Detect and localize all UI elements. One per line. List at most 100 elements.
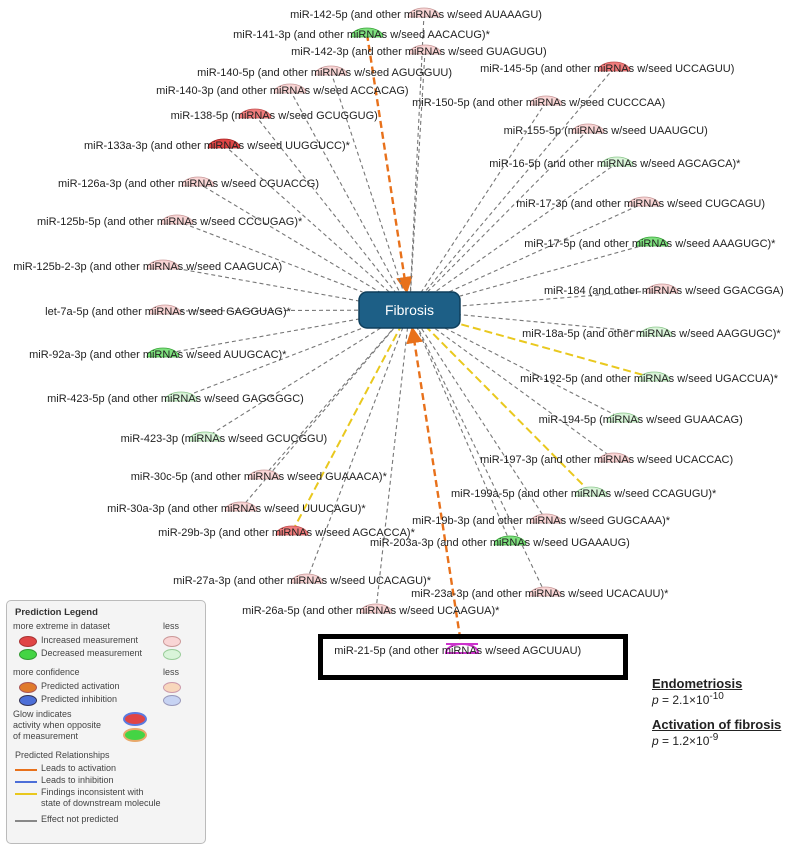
mirna-label: miR-29b-3p (and other miRNAs w/seed AGCA… xyxy=(158,527,415,539)
mirna-shape[interactable] xyxy=(528,586,562,597)
inhibition-oval-icon xyxy=(19,695,37,706)
mirna-node[interactable]: miR-140-3p (and other miRNAs w/seed ACCA… xyxy=(156,83,409,97)
mirna-label: miR-133a-3p (and other miRNAs w/seed UUG… xyxy=(84,140,351,152)
mirna-shape[interactable] xyxy=(637,371,671,382)
mirna-label: miR-155-5p (miRNAs w/seed UAAUGCU) xyxy=(504,125,708,137)
mirna-node[interactable]: miR-18a-5p (and other miRNAs w/seed AAGG… xyxy=(522,326,781,340)
mirna-label: miR-125b-5p (and other miRNAs w/seed CCC… xyxy=(37,216,303,228)
mirna-shape[interactable] xyxy=(529,513,563,524)
mirna-node[interactable]: miR-16-5p (and other miRNAs w/seed AGCAG… xyxy=(489,156,741,170)
mirna-shape[interactable] xyxy=(408,44,442,55)
mirna-shape[interactable] xyxy=(571,123,605,134)
mirna-shape[interactable] xyxy=(350,27,384,38)
mirna-shape[interactable] xyxy=(635,236,669,247)
mirna-node[interactable]: miR-203a-3p (and other miRNAs w/seed UGA… xyxy=(370,535,630,549)
mirna-node[interactable]: miR-197-3p (and other miRNAs w/seed UCAC… xyxy=(480,452,733,466)
mirna-node[interactable]: miR-145-5p (and other miRNAs w/seed UCCA… xyxy=(480,61,734,75)
mirna-node[interactable]: miR-125b-5p (and other miRNAs w/seed CCC… xyxy=(37,214,303,228)
mirna-shape[interactable] xyxy=(606,412,640,423)
mirna-node[interactable]: miR-27a-3p (and other miRNAs w/seed UCAC… xyxy=(173,573,432,587)
mirna-node[interactable]: miR-194-5p (miRNAs w/seed GUAACAG) xyxy=(539,412,743,426)
mirna-label: miR-17-5p (and other miRNAs w/seed AAAGU… xyxy=(524,238,776,250)
edge-layer xyxy=(162,13,663,651)
mirna-shape[interactable] xyxy=(160,214,194,225)
mirna-label: miR-27a-3p (and other miRNAs w/seed UCAC… xyxy=(173,575,432,587)
mirna-shape[interactable] xyxy=(247,469,281,480)
mirna-shape[interactable] xyxy=(164,391,198,402)
mirna-label: let-7a-5p (and other miRNAs w/seed GAGGU… xyxy=(45,306,291,318)
stat-p-activation: p = 1.2×10-9 xyxy=(652,732,719,748)
mirna-shape[interactable] xyxy=(238,108,272,119)
fibrosis-hub[interactable]: Fibrosis xyxy=(358,291,461,329)
edge-gray xyxy=(204,327,382,439)
mirna-shape[interactable] xyxy=(314,65,348,76)
mirna-node[interactable]: miR-150-5p (and other miRNAs w/seed CUCC… xyxy=(412,95,665,109)
mirna-node[interactable]: miR-92a-3p (and other miRNAs w/seed AUUG… xyxy=(29,347,287,361)
mirna-shape[interactable] xyxy=(146,259,180,270)
mirna-shape[interactable] xyxy=(359,603,393,614)
not-predicted-line-icon xyxy=(15,820,37,822)
mirna-label: miR-184 (and other miRNAs w/seed GGACGGA… xyxy=(544,285,784,297)
mirna-node[interactable]: miR-184 (and other miRNAs w/seed GGACGGA… xyxy=(544,283,784,297)
mirna-node[interactable]: miR-17-3p (and other miRNAs w/seed CUGCA… xyxy=(516,196,765,210)
mirna-node[interactable]: miR-142-5p (and other miRNAs w/seed AUAA… xyxy=(290,7,542,21)
mirna-node[interactable]: miR-140-5p (and other miRNAs w/seed AGUG… xyxy=(197,65,452,79)
mirna-shape[interactable] xyxy=(146,347,180,358)
mirna-shape[interactable] xyxy=(493,535,527,546)
mirna-node[interactable]: miR-138-5p (miRNAs w/seed GCUGGUG) xyxy=(171,108,378,122)
mirna-node[interactable]: miR-19b-3p (and other miRNAs w/seed GUGC… xyxy=(412,513,671,527)
mirna-shape[interactable] xyxy=(207,138,241,149)
mirna-node[interactable]: miR-17-5p (and other miRNAs w/seed AAAGU… xyxy=(524,236,776,250)
mirna-node[interactable]: miR-423-5p (and other miRNAs w/seed GAGG… xyxy=(47,391,304,405)
hub-label: Fibrosis xyxy=(385,302,434,318)
mirna-shape[interactable] xyxy=(148,304,182,315)
mirna-node[interactable]: miR-26a-5p (and other miRNAs w/seed UCAA… xyxy=(242,603,500,617)
mirna-node[interactable]: miR-192-5p (and other miRNAs w/seed UGAC… xyxy=(520,371,779,385)
legend-inconsistent-2: state of downstream molecule xyxy=(41,798,161,808)
mirna-node[interactable]: miR-125b-2-3p (and other miRNAs w/seed C… xyxy=(13,259,282,273)
mirna-shape[interactable] xyxy=(407,7,441,18)
decreased-light-oval-icon xyxy=(163,649,181,660)
mirna-shape[interactable] xyxy=(597,452,631,463)
mirna-node[interactable]: miR-141-3p (and other miRNAs w/seed AACA… xyxy=(233,27,491,41)
mirna-node[interactable]: miR-155-5p (miRNAs w/seed UAAUGCU) xyxy=(504,123,708,137)
mirna-node[interactable]: let-7a-5p (and other miRNAs w/seed GAGGU… xyxy=(45,304,292,318)
legend-glow-2: activity when opposite xyxy=(13,720,102,730)
edge-gray xyxy=(459,314,657,334)
mirna-shape[interactable] xyxy=(181,176,215,187)
mirna-node[interactable]: miR-199a-5p (and other miRNAs w/seed CCA… xyxy=(451,486,717,500)
mirna-node[interactable]: miR-423-3p (miRNAs w/seed GCUCGGU) xyxy=(121,431,328,445)
mirna-shape[interactable] xyxy=(224,501,258,512)
inhibition-light-oval-icon xyxy=(163,695,181,706)
mirna-label: miR-203a-3p (and other miRNAs w/seed UGA… xyxy=(370,537,630,549)
mirna-shape[interactable] xyxy=(627,196,661,207)
mirna-label: miR-192-5p (and other miRNAs w/seed UGAC… xyxy=(520,373,779,385)
mirna-node[interactable]: miR-23a-3p (and other miRNAs w/seed UCAC… xyxy=(411,586,669,600)
mirna-shape[interactable] xyxy=(597,61,631,72)
mirna-label: miR-125b-2-3p (and other miRNAs w/seed C… xyxy=(13,261,282,273)
mirna-node[interactable]: miR-142-3p (and other miRNAs w/seed GUAG… xyxy=(291,44,547,58)
mirna-node[interactable]: miR-126a-3p (and other miRNAs w/seed CGU… xyxy=(58,176,319,190)
mirna-node[interactable]: miR-133a-3p (and other miRNAs w/seed UUG… xyxy=(84,138,351,152)
decreased-oval-icon xyxy=(19,649,37,660)
mirna-label: miR-21-5p (and other miRNAs w/seed AGCUU… xyxy=(334,645,581,657)
mirna-node[interactable]: miR-29b-3p (and other miRNAs w/seed AGCA… xyxy=(158,525,416,539)
mirna-shape[interactable] xyxy=(529,95,563,106)
mirna-shape[interactable] xyxy=(600,156,634,167)
activation-line-icon xyxy=(15,769,37,771)
legend-leads-activation: Leads to activation xyxy=(41,763,117,773)
mirna-shape[interactable] xyxy=(574,486,608,497)
mirna-shape[interactable] xyxy=(273,83,307,94)
mirna-node[interactable]: miR-30a-3p (and other miRNAs w/seed UUUC… xyxy=(107,501,366,515)
mirna-shape[interactable] xyxy=(188,431,222,442)
mirna-shape[interactable] xyxy=(275,525,309,536)
mirna-node[interactable]: miR-30c-5p (and other miRNAs w/seed GUAA… xyxy=(131,469,388,483)
mirna-shape[interactable] xyxy=(645,283,679,294)
hub-box[interactable] xyxy=(358,291,461,329)
mirna-shape[interactable] xyxy=(639,326,673,337)
mirna-node[interactable]: miR-21-5p (and other miRNAs w/seed AGCUU… xyxy=(334,643,581,657)
edge-gray xyxy=(197,182,380,293)
mirna-shape[interactable] xyxy=(290,573,324,584)
increased-oval-icon xyxy=(19,636,37,647)
